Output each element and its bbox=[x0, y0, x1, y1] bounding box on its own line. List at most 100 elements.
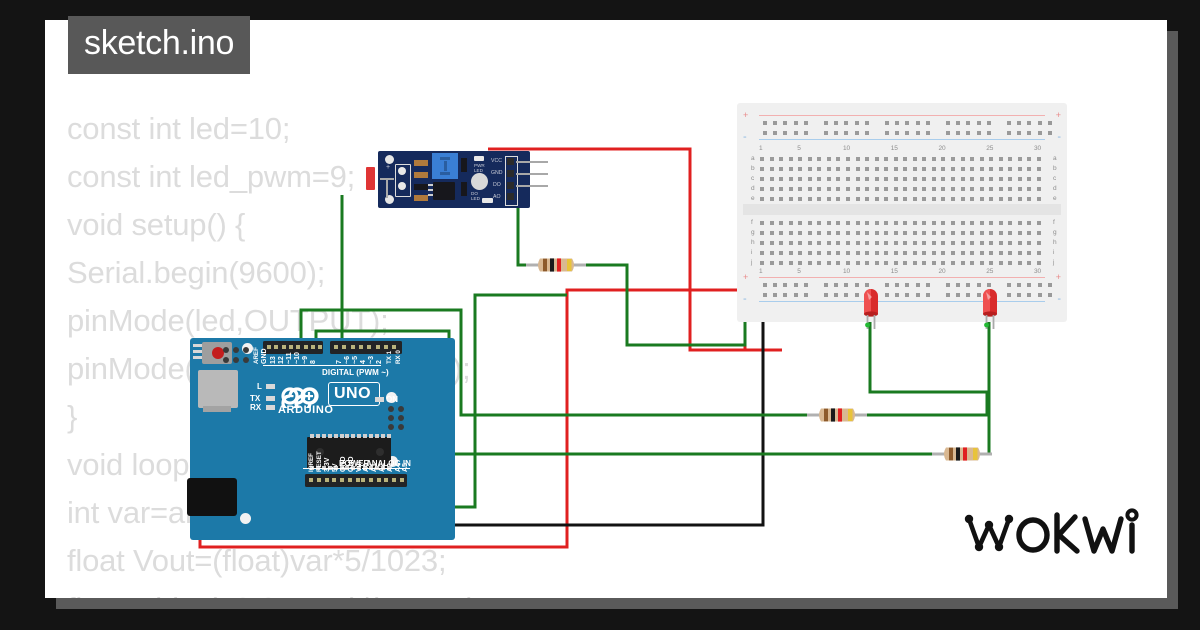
breadboard-hole[interactable] bbox=[826, 197, 831, 201]
breadboard-hole[interactable] bbox=[970, 187, 975, 191]
breadboard-hole[interactable] bbox=[836, 157, 841, 161]
breadboard-hole[interactable] bbox=[834, 283, 839, 287]
breadboard-hole[interactable] bbox=[854, 121, 859, 125]
breadboard-hole[interactable] bbox=[844, 121, 849, 125]
breadboard-hole[interactable] bbox=[966, 293, 971, 297]
breadboard-hole[interactable] bbox=[915, 293, 920, 297]
breadboard-hole[interactable] bbox=[998, 157, 1003, 161]
breadboard-hole[interactable] bbox=[951, 261, 955, 265]
breadboard-hole[interactable] bbox=[1027, 241, 1032, 245]
breadboard-hole[interactable] bbox=[826, 157, 831, 161]
breadboard-hole[interactable] bbox=[956, 131, 961, 135]
breadboard-hole[interactable] bbox=[941, 231, 946, 235]
breadboard-hole[interactable] bbox=[903, 197, 908, 201]
breadboard-hole[interactable] bbox=[769, 231, 774, 235]
breadboard-hole[interactable] bbox=[783, 121, 788, 125]
breadboard-hole[interactable] bbox=[915, 131, 920, 135]
breadboard-hole[interactable] bbox=[779, 167, 784, 171]
breadboard-hole[interactable] bbox=[855, 157, 860, 161]
breadboard-hole[interactable] bbox=[1007, 283, 1011, 287]
breadboard-hole[interactable] bbox=[845, 251, 850, 255]
breadboard-hole[interactable] bbox=[1017, 293, 1022, 297]
breadboard-hole[interactable] bbox=[903, 231, 908, 235]
breadboard-hole[interactable] bbox=[769, 261, 774, 265]
breadboard-hole[interactable] bbox=[912, 221, 917, 225]
breadboard-hole[interactable] bbox=[817, 221, 822, 225]
breadboard-hole[interactable] bbox=[834, 131, 839, 135]
breadboard-hole[interactable] bbox=[798, 241, 803, 245]
breadboard-hole[interactable] bbox=[1017, 261, 1022, 265]
breadboard-hole[interactable] bbox=[865, 261, 870, 265]
breadboard-hole[interactable] bbox=[970, 251, 975, 255]
breadboard-hole[interactable] bbox=[1017, 231, 1022, 235]
breadboard-hole[interactable] bbox=[1008, 221, 1013, 225]
breadboard-hole[interactable] bbox=[779, 231, 784, 235]
breadboard-hole[interactable] bbox=[779, 241, 784, 245]
breadboard-hole[interactable] bbox=[788, 221, 793, 225]
breadboard-hole[interactable] bbox=[1008, 167, 1013, 171]
header-pin[interactable] bbox=[288, 345, 293, 349]
breadboard-hole[interactable] bbox=[864, 131, 869, 135]
breadboard-hole[interactable] bbox=[989, 261, 994, 265]
breadboard-hole[interactable] bbox=[783, 131, 788, 135]
breadboard-hole[interactable] bbox=[941, 221, 946, 225]
breadboard-hole[interactable] bbox=[956, 283, 961, 287]
breadboard-hole[interactable] bbox=[817, 197, 822, 201]
power-barrel-jack[interactable] bbox=[187, 478, 237, 516]
header-pin[interactable] bbox=[310, 345, 315, 349]
breadboard-hole[interactable] bbox=[874, 231, 879, 235]
breadboard-hole[interactable] bbox=[817, 231, 822, 235]
breadboard-hole[interactable] bbox=[903, 157, 908, 161]
breadboard-hole[interactable] bbox=[807, 241, 812, 245]
breadboard-hole[interactable] bbox=[1027, 283, 1032, 287]
breadboard-hole[interactable] bbox=[903, 177, 908, 181]
breadboard-hole[interactable] bbox=[893, 177, 898, 181]
breadboard-hole[interactable] bbox=[951, 187, 955, 191]
breadboard-hole[interactable] bbox=[1017, 283, 1022, 287]
breadboard-hole[interactable] bbox=[855, 231, 860, 235]
breadboard-hole[interactable] bbox=[798, 261, 803, 265]
breadboard-hole[interactable] bbox=[760, 251, 764, 255]
breadboard-hole[interactable] bbox=[874, 177, 879, 181]
breadboard-hole[interactable] bbox=[864, 121, 869, 125]
breadboard-hole[interactable] bbox=[884, 221, 889, 225]
breadboard-hole[interactable] bbox=[989, 187, 994, 191]
breadboard-hole[interactable] bbox=[788, 261, 793, 265]
breadboard-hole[interactable] bbox=[1036, 251, 1041, 255]
breadboard-hole[interactable] bbox=[874, 197, 879, 201]
breadboard-hole[interactable] bbox=[826, 241, 831, 245]
breadboard-hole[interactable] bbox=[865, 241, 870, 245]
breadboard-hole[interactable] bbox=[989, 221, 994, 225]
breadboard-hole[interactable] bbox=[760, 261, 764, 265]
breadboard-hole[interactable] bbox=[912, 231, 917, 235]
breadboard-hole[interactable] bbox=[874, 157, 879, 161]
breadboard-hole[interactable] bbox=[760, 231, 764, 235]
breadboard-hole[interactable] bbox=[793, 293, 798, 297]
breadboard-hole[interactable] bbox=[836, 187, 841, 191]
breadboard-hole[interactable] bbox=[986, 283, 991, 287]
breadboard-hole[interactable] bbox=[979, 251, 984, 255]
breadboard-hole[interactable] bbox=[979, 177, 984, 181]
breadboard-hole[interactable] bbox=[1027, 261, 1032, 265]
breadboard-hole[interactable] bbox=[931, 197, 936, 201]
breadboard-hole[interactable] bbox=[922, 241, 927, 245]
breadboard-hole[interactable] bbox=[970, 261, 975, 265]
breadboard-hole[interactable] bbox=[760, 157, 764, 161]
breadboard-hole[interactable] bbox=[989, 177, 994, 181]
breadboard-hole[interactable] bbox=[931, 231, 936, 235]
breadboard-hole[interactable] bbox=[941, 167, 946, 171]
header-pin[interactable] bbox=[332, 478, 337, 482]
breadboard-hole[interactable] bbox=[817, 241, 822, 245]
breadboard-hole[interactable] bbox=[979, 231, 984, 235]
breadboard-hole[interactable] bbox=[998, 197, 1003, 201]
breadboard-hole[interactable] bbox=[845, 231, 850, 235]
breadboard-hole[interactable] bbox=[970, 197, 975, 201]
breadboard-hole[interactable] bbox=[922, 261, 927, 265]
breadboard-hole[interactable] bbox=[807, 221, 812, 225]
breadboard-hole[interactable] bbox=[855, 261, 860, 265]
breadboard-hole[interactable] bbox=[884, 187, 889, 191]
breadboard-hole[interactable] bbox=[1047, 121, 1052, 125]
breadboard-hole[interactable] bbox=[1036, 261, 1041, 265]
breadboard-hole[interactable] bbox=[884, 197, 889, 201]
breadboard-hole[interactable] bbox=[779, 221, 784, 225]
